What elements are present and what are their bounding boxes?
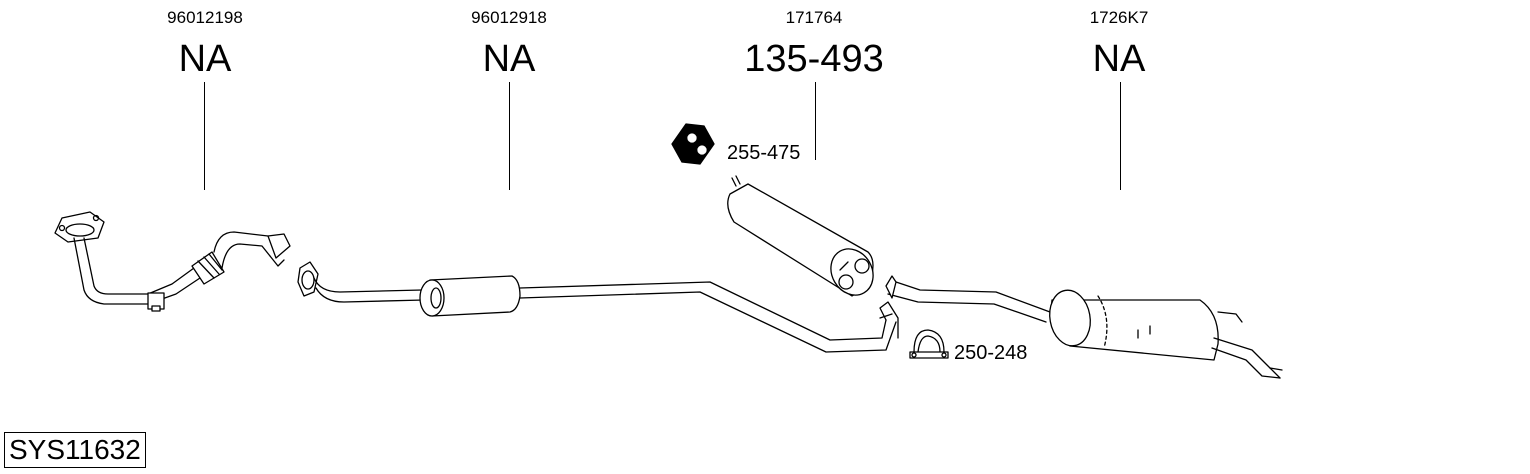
part-code-4: NA — [1092, 38, 1146, 80]
leader-line-2 — [509, 82, 510, 190]
centre-pipe-drawing — [297, 261, 899, 353]
part-number-4: 1726K7 — [1089, 8, 1149, 27]
part-number-2: 96012918 — [471, 8, 547, 27]
leader-line-3 — [815, 82, 816, 160]
part-code-3: 135-493 — [744, 38, 884, 80]
hanger-code-label: 255-475 — [727, 142, 801, 164]
part-code-2: NA — [482, 38, 536, 80]
intermediate-silencer-drawing — [727, 175, 874, 297]
clamp-code-label: 250-248 — [954, 342, 1028, 364]
part-number-1: 96012198 — [167, 8, 243, 27]
front-pipe-drawing — [54, 211, 291, 312]
system-id-box: SYS11632 — [4, 432, 146, 468]
rear-silencer-drawing — [885, 275, 1283, 379]
pipe-clamp-drawing — [909, 329, 949, 359]
leader-line-4 — [1120, 82, 1121, 190]
leader-line-1 — [204, 82, 205, 190]
rubber-hanger-drawing — [671, 123, 715, 165]
part-number-3: 171764 — [785, 8, 843, 27]
part-code-1: NA — [178, 38, 232, 80]
